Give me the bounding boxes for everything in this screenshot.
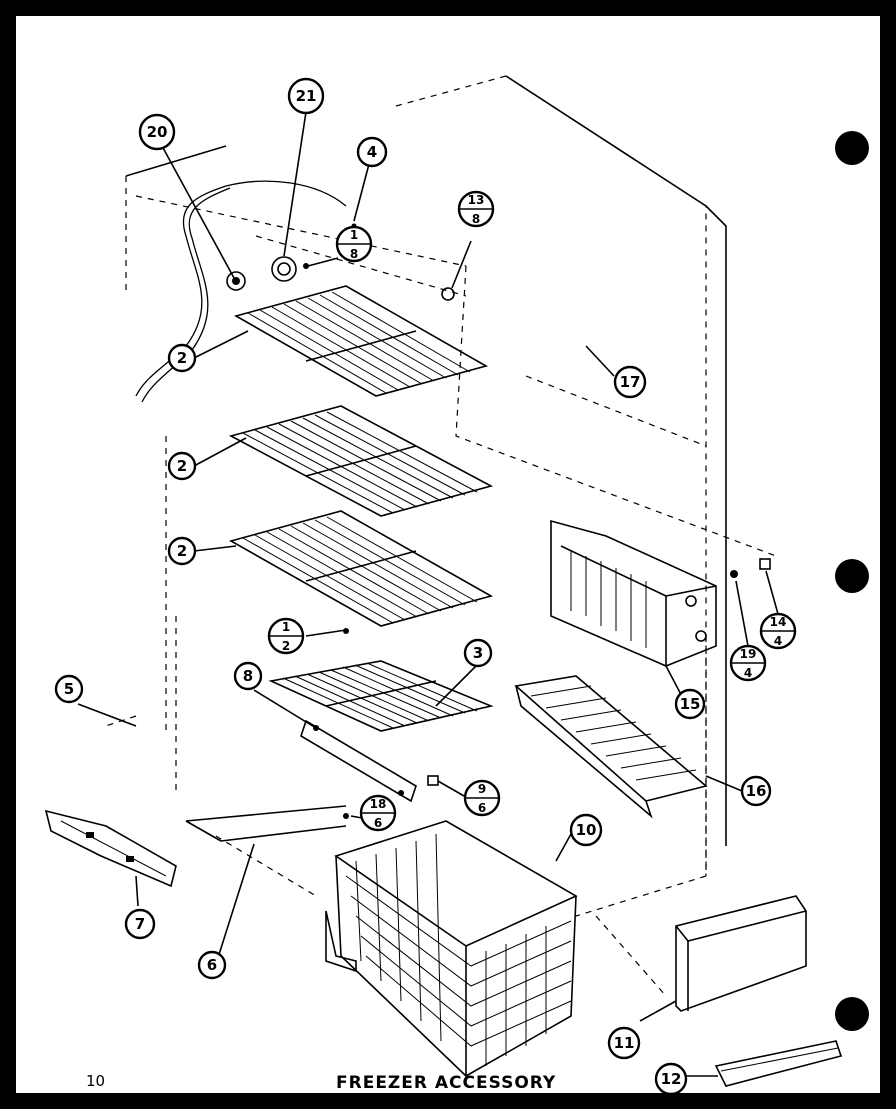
- callout-11: 11: [607, 1026, 641, 1060]
- callout-20: 20: [138, 113, 176, 151]
- callout-2-c: 2: [167, 536, 197, 566]
- support-rod: [185, 805, 349, 842]
- svg-text:2: 2: [177, 542, 187, 560]
- callout-4: 4: [356, 136, 388, 168]
- callout-6: 6: [197, 950, 227, 980]
- callout-14-4: 14 4: [759, 612, 797, 650]
- callout-2-b: 2: [167, 451, 197, 481]
- callout-9-6: 9 6: [463, 779, 501, 817]
- svg-text:16: 16: [746, 782, 767, 800]
- svg-text:1: 1: [350, 228, 358, 242]
- leader-lines: [77, 111, 779, 1077]
- svg-text:21: 21: [296, 87, 317, 105]
- shelf-3-bottom: [268, 660, 494, 732]
- callout-8: 8: [233, 661, 263, 691]
- callout-16: 16: [740, 775, 772, 807]
- callout-15: 15: [674, 688, 706, 720]
- svg-text:9: 9: [478, 782, 486, 796]
- ice-maker: [550, 519, 717, 667]
- shelf-1: [233, 285, 489, 397]
- svg-text:20: 20: [147, 123, 168, 141]
- binder-hole-middle: [835, 559, 869, 593]
- exploded-diagram: 20 21 4 1 8 13 8 17 2 2 2 1 2: [44, 75, 869, 1093]
- callout-19-4: 19 4: [729, 644, 767, 682]
- svg-text:12: 12: [661, 1070, 682, 1088]
- svg-text:6: 6: [478, 801, 486, 815]
- binder-hole-bottom: [835, 997, 869, 1031]
- svg-text:13: 13: [468, 193, 485, 207]
- svg-text:8: 8: [472, 212, 480, 226]
- callout-7: 7: [124, 908, 156, 940]
- svg-text:11: 11: [614, 1034, 635, 1052]
- svg-text:4: 4: [774, 634, 782, 648]
- shelf-2: [228, 405, 494, 517]
- callout-21: 21: [287, 77, 325, 115]
- light-socket-20: [226, 271, 246, 291]
- freezer-basket: [325, 820, 578, 1077]
- binder-hole-top: [835, 131, 869, 165]
- cabinet-outline: [105, 75, 777, 997]
- diagram-caption: FREEZER ACCESSORY: [336, 1073, 556, 1093]
- callout-2-a: 2: [167, 343, 197, 373]
- svg-text:7: 7: [135, 915, 145, 933]
- svg-text:2: 2: [177, 349, 187, 367]
- callout-13-8: 13 8: [457, 190, 495, 228]
- svg-text:8: 8: [243, 667, 253, 685]
- svg-text:2: 2: [177, 457, 187, 475]
- callout-17: 17: [613, 365, 647, 399]
- callout-1-2: 1 2: [267, 617, 305, 655]
- wire-harness: [135, 180, 347, 403]
- svg-text:4: 4: [367, 143, 377, 161]
- callout-12: 12: [654, 1062, 688, 1093]
- switch-assembly: [44, 809, 177, 888]
- basket-front-panel: [675, 895, 807, 1012]
- svg-text:1: 1: [282, 620, 290, 634]
- callout-18-6: 18 6: [359, 794, 397, 832]
- svg-text:6: 6: [207, 956, 217, 974]
- callout-10: 10: [569, 813, 603, 847]
- diagram-page: 20 21 4 1 8 13 8 17 2 2 2 1 2: [16, 16, 880, 1093]
- svg-text:6: 6: [374, 816, 382, 830]
- shelf-3: [228, 510, 494, 627]
- binder-holes: [835, 131, 869, 1031]
- svg-text:4: 4: [744, 666, 752, 680]
- callout-1-8: 1 8: [335, 225, 373, 263]
- trim-strip: [714, 1040, 843, 1087]
- svg-text:5: 5: [64, 680, 74, 698]
- callout-5: 5: [54, 674, 84, 704]
- svg-text:18: 18: [370, 797, 387, 811]
- slide-bracket: [300, 719, 439, 803]
- ice-tray: [514, 675, 708, 819]
- light-socket-21: [271, 256, 297, 282]
- svg-text:10: 10: [576, 821, 597, 839]
- svg-text:15: 15: [680, 695, 701, 713]
- svg-text:19: 19: [740, 647, 757, 661]
- svg-text:17: 17: [620, 373, 641, 391]
- svg-text:8: 8: [350, 247, 358, 261]
- svg-text:3: 3: [473, 644, 483, 662]
- callout-3: 3: [463, 638, 493, 668]
- page-number: 10: [86, 1072, 105, 1090]
- svg-text:2: 2: [282, 639, 290, 653]
- svg-text:14: 14: [770, 615, 787, 629]
